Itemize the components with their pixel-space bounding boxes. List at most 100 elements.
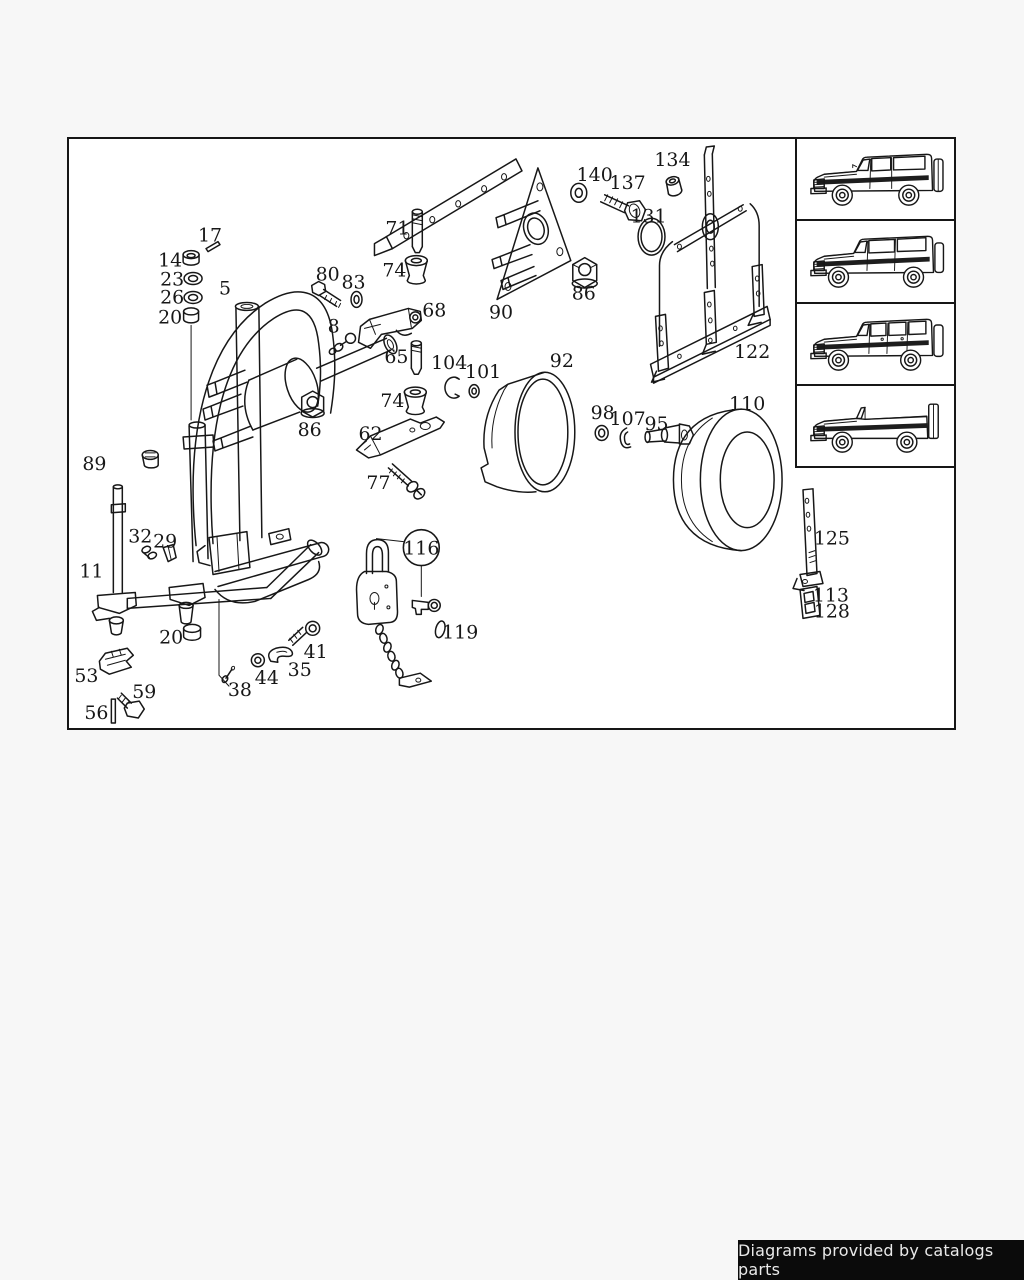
part-29-wedge [162, 543, 177, 563]
part-71-pin [411, 208, 424, 254]
part-83-grommet [350, 290, 363, 309]
part-label-134: 134 [654, 149, 690, 171]
spare-wheel-carrier-assembly [168, 291, 398, 625]
part-74-buffer-lower [403, 386, 428, 416]
part-label-23: 23 [160, 269, 184, 291]
part-label-98: 98 [591, 402, 615, 424]
part-label-41: 41 [304, 641, 328, 663]
part-14-cap [182, 249, 200, 266]
part-80-bolt [310, 280, 342, 308]
g-class-swb-wagon-icon [809, 153, 944, 206]
part-41-bolt [288, 620, 321, 647]
part-90-mount-bracket [373, 158, 572, 301]
g-class-lwb-5door-icon [809, 318, 944, 371]
part-label-62: 62 [358, 423, 382, 445]
part-label-77: 77 [366, 472, 390, 494]
provider-badge-text: Diagrams provided by catalogs parts [738, 1241, 994, 1279]
vehicle-thumb-g-wagon-lwb-5door[interactable] [797, 304, 954, 386]
part-label-32: 32 [128, 526, 152, 548]
part-26-ring [183, 290, 203, 305]
part-label-113: 113 [813, 584, 849, 606]
part-label-122: 122 [734, 341, 770, 363]
part-label-101: 101 [465, 361, 501, 383]
g-class-lwb-wagon-icon [809, 235, 944, 289]
part-140-washer [570, 182, 588, 204]
part-label-35: 35 [288, 659, 312, 681]
part-68-clevis-hook [357, 307, 423, 350]
part-label-20: 20 [158, 306, 182, 328]
part-label-110: 110 [729, 393, 765, 415]
part-134-sleeve [665, 175, 683, 197]
part-label-116: 116 [403, 538, 439, 560]
part-44-washer [250, 653, 266, 668]
part-label-90: 90 [489, 301, 513, 323]
part-89-screw [141, 449, 159, 469]
part-label-5: 5 [219, 277, 231, 299]
part-label-74: 74 [382, 260, 406, 282]
part-107-clip [619, 427, 632, 449]
part-label-125: 125 [814, 528, 850, 550]
part-56-pin [110, 698, 117, 724]
part-86-flange-nut-upper [571, 256, 598, 289]
part-17-pin [205, 240, 221, 253]
part-label-92: 92 [550, 350, 574, 372]
part-label-38: 38 [228, 679, 252, 701]
part-59-bolt [116, 692, 145, 719]
part-65-pin [410, 340, 423, 375]
part-label-131: 131 [630, 206, 666, 228]
part-11-support-rod [91, 484, 323, 636]
part-label-128: 128 [814, 600, 850, 622]
part-label-83: 83 [341, 271, 365, 293]
part-label-104: 104 [431, 352, 467, 374]
part-32-clip [141, 545, 158, 560]
part-101-grommet [468, 383, 480, 399]
part-label-44: 44 [255, 667, 279, 689]
part-86-flange-nut-lower [300, 390, 325, 419]
part-122-support-frame [649, 145, 771, 384]
part-label-86: 86 [572, 282, 596, 304]
part-137-bolt [599, 194, 647, 222]
part-label-20: 20 [159, 626, 183, 648]
part-label-56: 56 [84, 702, 108, 724]
part-104-snap-ring [444, 376, 460, 399]
vehicle-variant-sidebar [795, 137, 956, 468]
part-label-80: 80 [316, 264, 340, 286]
part-62-latch-bracket [355, 416, 445, 459]
part-92-hub-bell [480, 371, 576, 493]
callout-circle-116 [402, 528, 441, 567]
part-label-71: 71 [385, 218, 409, 240]
part-label-74: 74 [380, 390, 404, 412]
part-label-137: 137 [610, 172, 646, 194]
part-label-107: 107 [610, 408, 646, 430]
part-20-bushing-upper [182, 307, 200, 324]
part-125-strap-bracket [792, 488, 824, 592]
part-53-spring-clamp [98, 647, 135, 675]
part-98-washer [594, 424, 609, 442]
part-20-bushing-lower [182, 623, 202, 642]
part-label-140: 140 [577, 164, 613, 186]
part-label-65: 65 [384, 346, 408, 368]
part-119-key [411, 598, 446, 639]
part-label-68: 68 [422, 299, 446, 321]
part-label-8: 8 [328, 315, 340, 337]
vehicle-thumb-g-wagon-pickup[interactable] [797, 386, 954, 466]
part-label-95: 95 [644, 413, 668, 435]
part-38-screw [221, 665, 236, 684]
vehicle-thumb-g-wagon-swb[interactable] [797, 139, 954, 222]
provider-badge: Diagrams provided by catalogs parts [738, 1240, 1024, 1280]
part-35-clip [267, 646, 294, 663]
part-label-29: 29 [153, 531, 177, 553]
part-label-14: 14 [158, 250, 182, 272]
part-label-11: 11 [79, 561, 103, 583]
part-131-o-ring [637, 217, 666, 256]
vehicle-thumb-g-wagon-lwb[interactable] [797, 221, 954, 304]
part-8-ball-stud [328, 332, 357, 356]
part-label-86: 86 [298, 419, 322, 441]
part-label-119: 119 [442, 621, 478, 643]
part-110-spare-tire [672, 408, 783, 552]
part-116-padlock [355, 538, 433, 688]
part-label-89: 89 [82, 453, 106, 475]
part-77-bolt [387, 463, 426, 500]
